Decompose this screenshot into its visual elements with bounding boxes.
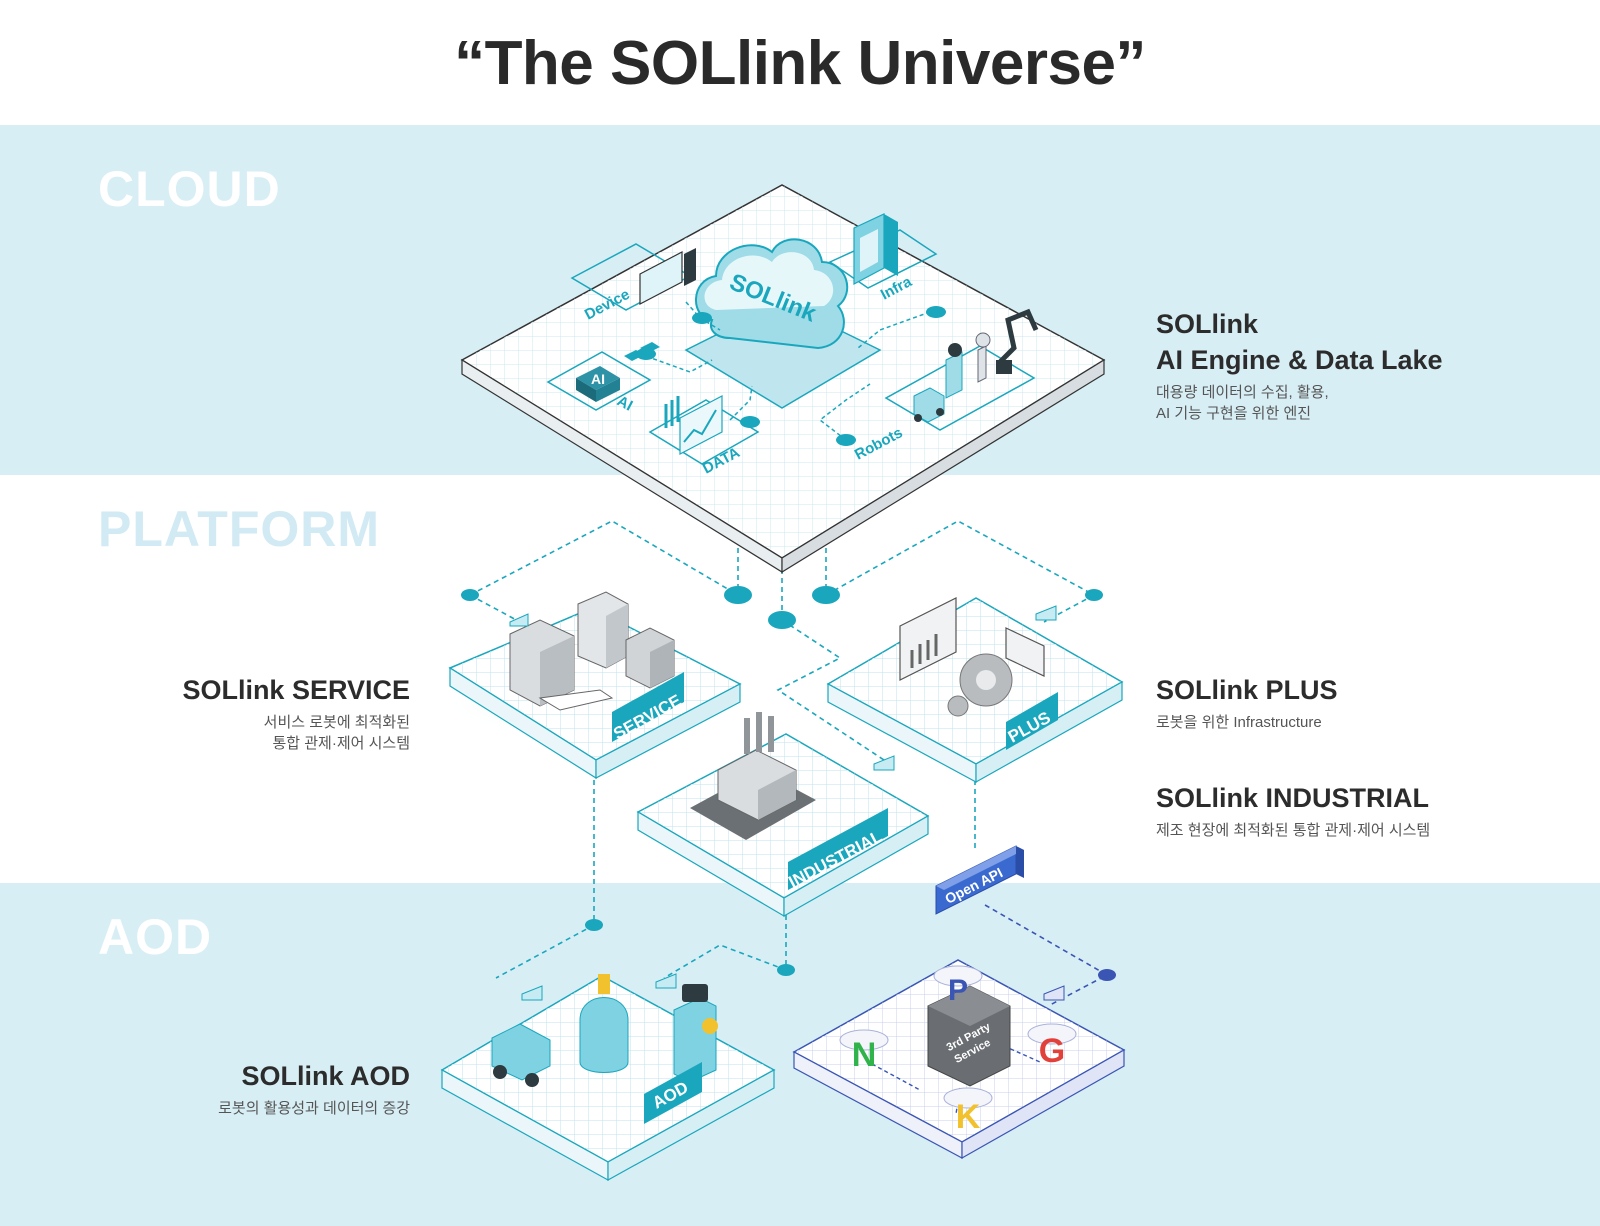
aod-description: SOLlink AOD 로봇의 활용성과 데이터의 증강 [110, 1058, 410, 1119]
service-description: SOLlink SERVICE 서비스 로봇에 최적화된 통합 관제·제어 시스… [110, 672, 410, 754]
gear-icon [947, 653, 1013, 717]
industrial-title: SOLlink INDUSTRIAL [1156, 783, 1430, 813]
aod-tile: AOD [440, 973, 776, 1182]
industrial-subtitle: 제조 현장에 최적화된 통합 관제·제어 시스템 [1156, 822, 1431, 839]
industrial-tag [788, 808, 888, 890]
partner-logo-g: G [1039, 1032, 1065, 1070]
partner-logos: N P G K [839, 965, 1077, 1136]
engine-title-line2: AI Engine & Data Lake [1156, 345, 1443, 375]
plus-title: SOLlink PLUS [1156, 675, 1338, 705]
service-tile: SERVICE [440, 591, 742, 780]
service-subtitle-line1: 서비스 로봇에 최적화된 [263, 714, 410, 731]
aod-layer-label: AOD [98, 909, 213, 965]
city-buildings-icon [509, 591, 675, 711]
third-party-service-box: 3rd Party Service [927, 985, 1011, 1087]
service-tag [612, 672, 684, 742]
platform-layer-label: PLATFORM [98, 501, 381, 557]
device-icon [639, 248, 696, 305]
cloud-icon: SOLlink [695, 238, 849, 350]
server-cabinet-icon [853, 213, 898, 285]
aod-subtitle: 로봇의 활용성과 데이터의 증강 [218, 1100, 410, 1117]
engine-title-line1: SOLlink [1156, 309, 1259, 339]
third-party-tile: 3rd Party Service N P G K [792, 959, 1126, 1160]
plus-tile: PLUS [820, 597, 1124, 784]
plus-description: SOLlink PLUS 로봇을 위한 Infrastructure [1156, 672, 1338, 733]
ai-label: AI [614, 393, 635, 415]
factory-icon [690, 712, 816, 840]
robots-icon [913, 308, 1039, 423]
api-connection-lines [984, 904, 1109, 1006]
service-subtitle-line2: 통합 관제·제어 시스템 [272, 735, 410, 752]
plus-subtitle: 로봇을 위한 Infrastructure [1156, 714, 1322, 731]
cloud-platform: SOLlink [460, 184, 1106, 574]
dashboard-monitor-icon [899, 597, 1045, 681]
partner-logo-n: N [852, 1036, 877, 1074]
ai-chip-icon: AI [576, 342, 660, 402]
partner-logo-k: K [956, 1098, 981, 1136]
plus-tag [1006, 692, 1058, 750]
engine-description: SOLlink AI Engine & Data Lake 대용량 데이터의 수… [1156, 306, 1443, 424]
aod-title: SOLlink AOD [241, 1061, 410, 1091]
page-title: “The SOLlink Universe” [454, 29, 1146, 98]
connector-dots [461, 586, 1116, 981]
engine-subtitle-line2: AI 기능 구현을 위한 엔진 [1156, 405, 1312, 422]
partner-logo-p: P [948, 974, 968, 1007]
cloud-layer-label: CLOUD [98, 161, 281, 217]
industrial-tile: INDUSTRIAL [630, 712, 930, 918]
industrial-description: SOLlink INDUSTRIAL 제조 현장에 최적화된 통합 관제·제어 … [1156, 780, 1430, 841]
engine-subtitle-line1: 대용량 데이터의 수집, 활용, [1156, 384, 1329, 401]
service-title: SOLlink SERVICE [182, 675, 410, 705]
aod-tag [644, 1062, 702, 1124]
data-chart-icon [664, 395, 723, 455]
delivery-robots-icon [491, 974, 718, 1087]
open-api-box: Open API [935, 845, 1024, 915]
ai-chip-label: AI [591, 371, 605, 387]
